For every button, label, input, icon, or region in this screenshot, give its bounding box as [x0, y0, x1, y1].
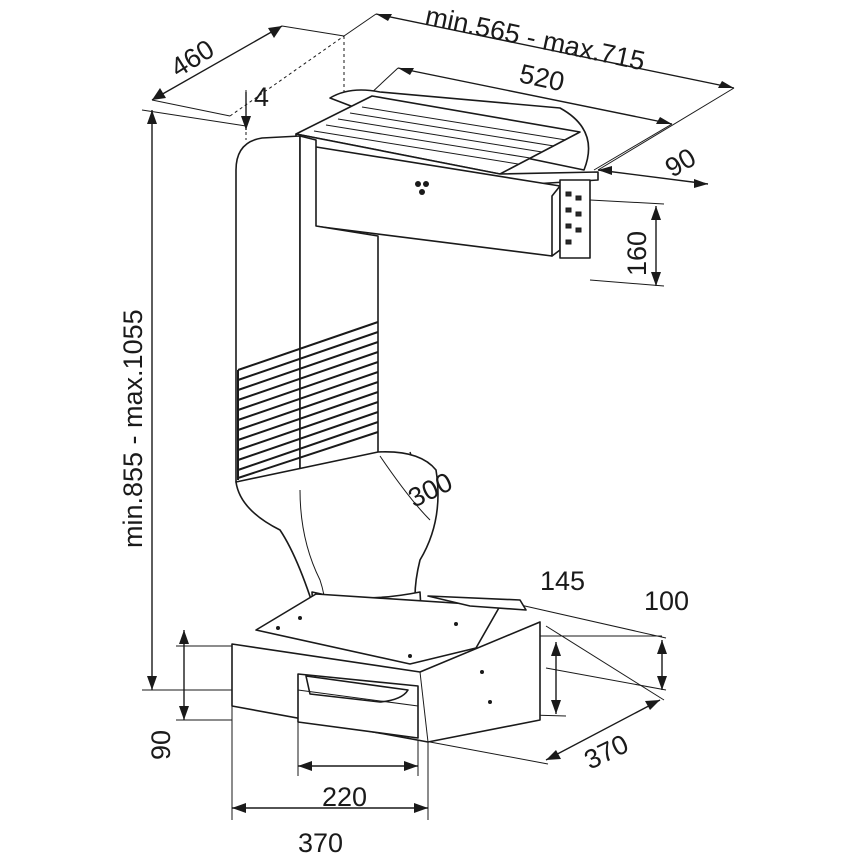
hood-unit — [295, 89, 599, 259]
bracket-holes — [565, 191, 582, 245]
box-side-depth-label: 370 — [579, 729, 633, 776]
height-range-label: min.855 - max.1055 — [118, 309, 148, 548]
box-width-label: 370 — [298, 828, 343, 858]
dimension-arrows — [147, 14, 734, 813]
unit-height-label: 160 — [622, 231, 652, 276]
depth-label: 460 — [165, 34, 219, 83]
plinth-box — [231, 593, 541, 743]
flex-hose-ribs — [237, 321, 379, 480]
vertical-duct — [235, 135, 439, 634]
box-145-label: 145 — [540, 566, 585, 596]
vent-grille — [313, 106, 567, 165]
outlet-opening — [297, 673, 419, 739]
unit-width-label: 520 — [517, 59, 567, 98]
unit-depth-label: 90 — [660, 142, 701, 183]
offset-top-label: 4 — [254, 82, 269, 112]
box-100-label: 100 — [644, 586, 689, 616]
box-height-label: 90 — [146, 730, 176, 760]
outlet-width-label: 220 — [322, 782, 367, 812]
brand-logo-icon — [415, 181, 429, 195]
